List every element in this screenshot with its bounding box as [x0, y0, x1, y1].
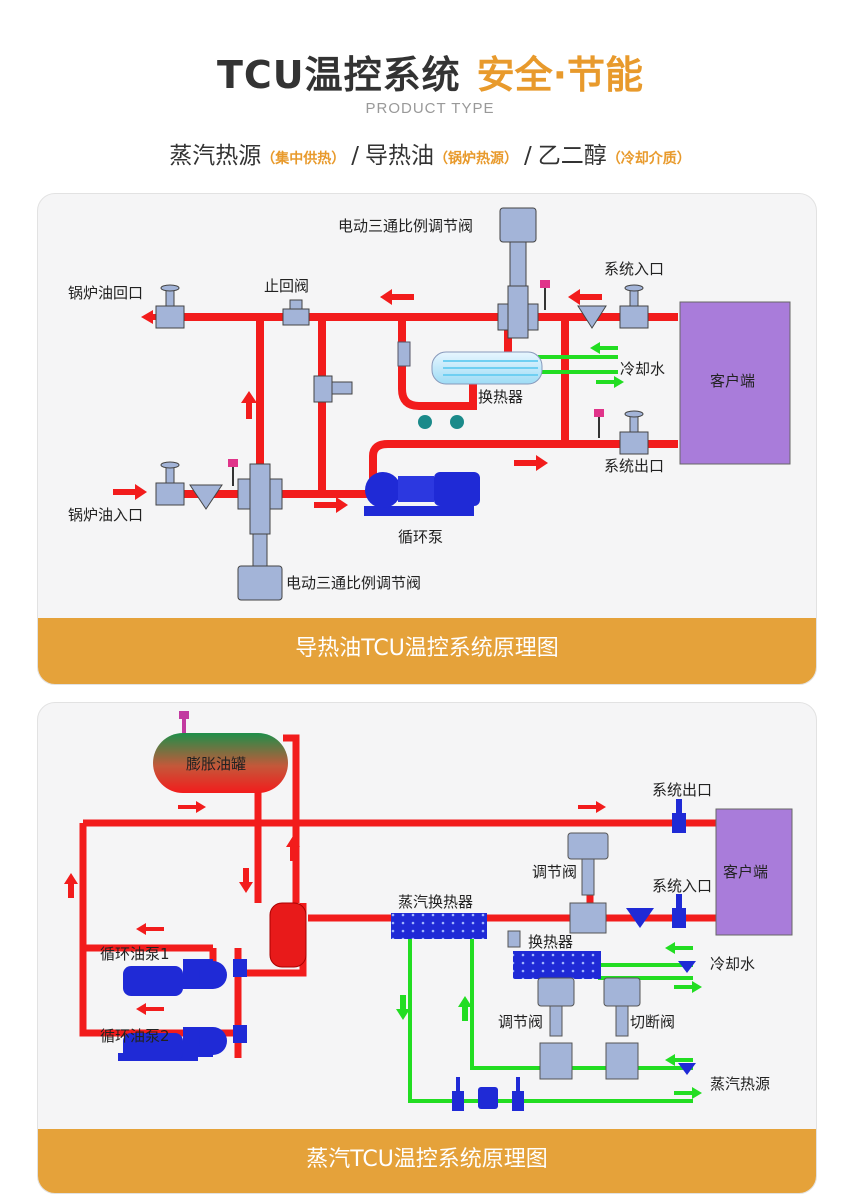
label-system-out: 系统出口 [652, 781, 712, 799]
type-note: （锅炉热源） [434, 151, 518, 167]
label-boiler-return: 锅炉油回口 [68, 284, 143, 302]
valves [507, 832, 641, 1080]
label-valve-top: 电动三通比例调节阀 [338, 217, 473, 235]
label-tank: 膨胀油罐 [186, 755, 246, 773]
label-steam-exchanger: 蒸汽换热器 [398, 893, 473, 911]
sensors [228, 280, 604, 486]
label-control-valve-1: 调节阀 [532, 863, 577, 881]
flow-arrows [113, 289, 602, 513]
diagram-thermal-oil: 电动三通比例调节阀 止回阀 锅炉油回口 锅炉油入口 系统入口 系统出口 冷却水 … [37, 193, 817, 685]
product-types: 蒸汽热源（集中供热）/导热油（锅炉热源）/乙二醇（冷却介质） [0, 136, 860, 170]
heat-exchanger-2 [513, 951, 601, 979]
flow-arrows [64, 801, 606, 1015]
label-valve-bottom: 电动三通比例调节阀 [286, 574, 421, 592]
heat-exchanger [397, 341, 543, 385]
cooling-pipes [538, 355, 618, 374]
diagram-thermal-oil-svg: 电动三通比例调节阀 止回阀 锅炉油回口 锅炉油入口 系统入口 系统出口 冷却水 … [68, 207, 791, 601]
cooling-arrows [590, 342, 624, 388]
label-boiler-inlet: 锅炉油入口 [68, 506, 143, 524]
client-block [715, 808, 793, 936]
label-pump1: 循环油泵1 [100, 945, 170, 963]
oil-pumps [118, 959, 227, 1061]
client-block [679, 301, 791, 465]
diagram-caption: 蒸汽TCU温控系统原理图 [38, 1129, 816, 1193]
label-cooling-water: 冷却水 [710, 955, 755, 973]
label-control-valve-2: 调节阀 [498, 1013, 543, 1031]
valves [155, 207, 649, 601]
page-title: TCU温控系统安全·节能 [0, 44, 860, 99]
type-note: （集中供热） [261, 151, 346, 167]
label-client: 客户端 [710, 372, 755, 390]
type-separator: / [524, 143, 532, 169]
type-separator: / [351, 143, 359, 169]
steam-heat-exchanger [391, 913, 487, 939]
label-cooling-water: 冷却水 [620, 360, 665, 378]
label-system-in: 系统入口 [652, 877, 712, 895]
label-heat-exchanger: 换热器 [528, 933, 573, 951]
diagram-steam: 膨胀油罐 系统出口 系统入口 客户端 调节阀 蒸汽换热器 换热器 冷却水 循环油… [37, 702, 817, 1194]
red-vessel [269, 902, 307, 968]
type-name: 蒸汽热源 [169, 143, 262, 169]
label-system-in: 系统入口 [604, 260, 664, 278]
label-cutoff-valve: 切断阀 [630, 1013, 675, 1031]
diagram-steam-svg: 膨胀油罐 系统出口 系统入口 客户端 调节阀 蒸汽换热器 换热器 冷却水 循环油… [64, 711, 793, 1111]
label-pump2: 循环油泵2 [100, 1027, 170, 1045]
small-valves [233, 799, 696, 1111]
type-name: 导热油 [365, 143, 434, 169]
label-client: 客户端 [723, 863, 768, 881]
title-accent: 安全·节能 [476, 53, 644, 97]
page-subtitle: PRODUCT TYPE [365, 100, 495, 117]
label-heat-exchanger: 换热器 [478, 388, 523, 406]
label-steam-source: 蒸汽热源 [710, 1075, 770, 1093]
steam-arrows [396, 942, 702, 1099]
label-pump: 循环泵 [398, 528, 443, 546]
label-system-out: 系统出口 [604, 457, 664, 475]
diagram-caption: 导热油TCU温控系统原理图 [38, 618, 816, 684]
label-check-valve: 止回阀 [264, 277, 309, 295]
title-main: TCU温控系统 [216, 53, 461, 97]
circulation-pump [364, 472, 480, 516]
type-name: 乙二醇 [537, 143, 607, 169]
type-note: （冷却介质） [606, 151, 691, 167]
expansion-tank [153, 711, 288, 793]
